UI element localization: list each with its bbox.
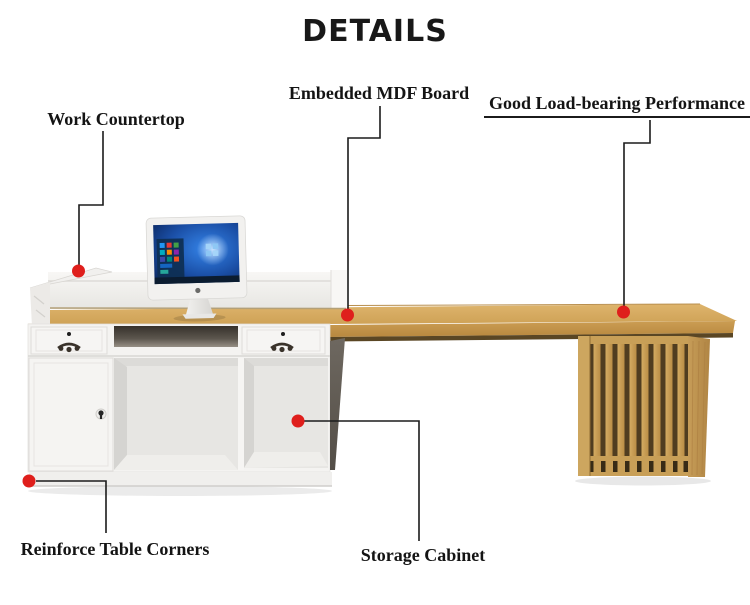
callout-label-storage-cabinet: Storage Cabinet — [360, 545, 486, 565]
storage-cabinet-callout-line — [304, 420, 420, 541]
start-menu-tiles — [156, 238, 185, 280]
screw-dot — [67, 332, 71, 336]
reinforce-corners-dot — [22, 474, 36, 488]
imac-stand — [185, 295, 214, 317]
drawer-handle-icon — [57, 342, 81, 353]
callout-dots — [22, 264, 630, 488]
marble-end-panel — [30, 282, 50, 327]
callout-label-embedded-mdf-board: Embedded MDF Board — [288, 83, 470, 103]
embedded-mdf-dot — [341, 308, 354, 322]
left-drawer — [30, 326, 108, 355]
keyhole-icon — [95, 408, 107, 420]
cabinet-dark-side — [330, 338, 345, 470]
work-countertop-dot — [72, 264, 85, 278]
middle-cubby — [114, 358, 238, 470]
storage-cabinet-dot — [291, 414, 305, 428]
screw-dot — [281, 332, 285, 336]
right-cubby — [244, 358, 328, 468]
callout-label-good-load-bearing: Good Load-bearing Performance — [484, 92, 750, 118]
imac-computer — [145, 215, 248, 322]
callout-label-work-countertop: Work Countertop — [47, 109, 185, 129]
page-title: DETAILS — [302, 14, 448, 49]
windows-logo-icon — [205, 243, 219, 257]
work-countertop-callout-line — [78, 131, 104, 266]
load-bearing-callout-line — [623, 120, 651, 306]
taskbar — [154, 275, 240, 285]
open-slot — [114, 326, 238, 347]
load-bearing-dot — [617, 305, 630, 319]
cabinet — [27, 323, 345, 496]
right-drawer — [241, 326, 326, 355]
drawer-handle-icon — [270, 342, 294, 353]
desktop-board — [28, 303, 737, 342]
callout-label-reinforce-table-corners: Reinforce Table Corners — [20, 539, 210, 559]
cabinet-base — [29, 472, 332, 486]
embedded-mdf-callout-line — [347, 106, 381, 309]
slatted-base — [575, 336, 711, 486]
reinforce-corners-callout-line — [36, 480, 107, 533]
apple-logo-icon — [195, 287, 201, 294]
imac-foot — [182, 313, 217, 319]
callout-lines — [36, 106, 651, 541]
cabinet-door — [28, 357, 114, 472]
